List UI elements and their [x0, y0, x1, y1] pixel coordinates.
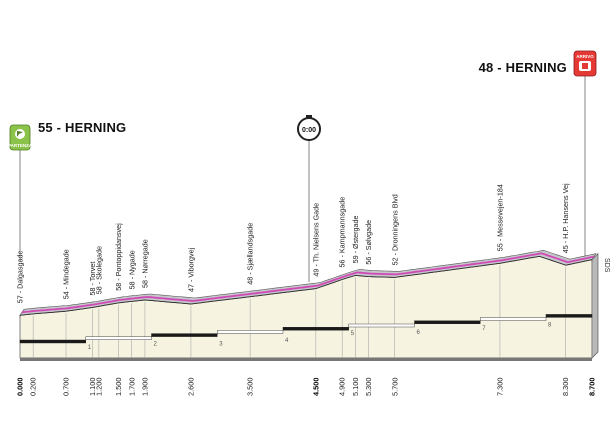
street-label: 54 - Mindegade: [62, 249, 71, 299]
waypoint-km-label: 0.000: [16, 378, 25, 397]
km-tick-label: 5: [351, 331, 355, 337]
start-marker: PARTENZA 55 - HERNING: [8, 120, 126, 262]
waypoint-km-label: 1.200: [94, 378, 103, 397]
street-label: 58 - Skolegade: [94, 246, 103, 294]
route-line: [21, 252, 595, 314]
street-label: 57 - Dalgasgade: [16, 251, 25, 304]
km-scale-segment: [217, 330, 284, 334]
street-label: 58 - Torvet: [88, 262, 97, 296]
end-code: SDS: [603, 258, 610, 273]
km-scale-segment: [19, 339, 86, 344]
km-tick-label: 2: [153, 342, 157, 348]
km-scale-bar: [19, 314, 593, 344]
finish-city-label: 48 - HERNING: [479, 60, 567, 75]
km-tick-label: 3: [219, 342, 223, 348]
waypoint-km-label: 1.500: [114, 378, 123, 397]
waypoint-km-label: 1.900: [140, 378, 149, 397]
start-badge-text: PARTENZA: [8, 143, 33, 148]
km-scale-segment: [151, 333, 218, 337]
flag-icon: [15, 129, 25, 139]
waypoint-guides: [19, 261, 593, 358]
waypoint-km-label: 5.100: [351, 378, 360, 397]
finish-marker: ARRIVO 48 - HERNING: [479, 50, 597, 256]
waypoint-km-label: 0.700: [62, 378, 71, 397]
waypoint-km-label: 5.300: [364, 378, 373, 397]
street-label: 45 - H.P. Hansens Vej: [561, 183, 570, 253]
street-label: 56 - Sølvgade: [364, 220, 373, 265]
waypoint-km-label: 7.300: [496, 378, 505, 397]
street-label: 48 - Sjællandsgade: [246, 223, 255, 285]
waypoint-km-label: 4.500: [311, 378, 320, 397]
waypoint-km-label: 1.100: [88, 378, 97, 397]
waypoint-km-label: 2.600: [186, 378, 195, 397]
timing-label: 0:00: [302, 127, 316, 134]
street-label: 52 - Dronningens Blvd: [390, 194, 399, 265]
profile-body: [19, 255, 593, 359]
km-scale-segment: [414, 320, 481, 324]
km-scale-segment: [545, 314, 593, 318]
waypoint-km-label: 4.900: [338, 378, 347, 397]
timing-marker: 0:00: [297, 115, 321, 282]
waypoint-km-label: 8.300: [561, 378, 570, 397]
finish-line-icon: [579, 61, 591, 71]
km-tick-label: 7: [482, 326, 486, 332]
waypoint-labels: 57 - Dalgasgade 54 - Mindegade 58 - Torvet…: [16, 183, 571, 303]
waypoint-km-label: 5.700: [390, 378, 399, 397]
street-label: 59 - Østergade: [351, 215, 360, 263]
km-ticks: 1 2 3 4 5 6 7 8: [88, 323, 552, 351]
km-tick-label: 8: [548, 323, 552, 329]
start-city-label: 55 - HERNING: [38, 120, 126, 135]
street-label: 47 - Viborgvej: [186, 247, 195, 292]
road-front-edge: [19, 255, 593, 316]
street-label: 49 - Th. Nielsens Gade: [311, 203, 320, 277]
km-tick-label: 4: [285, 338, 289, 344]
profile-right-edge: [591, 252, 599, 359]
waypoint-km-label: 1.700: [127, 378, 136, 397]
km-scale-segment: [85, 336, 152, 340]
km-scale-segment: [282, 327, 349, 331]
street-label: 55 - Messevejen-184: [496, 184, 505, 251]
finish-badge-text: ARRIVO: [576, 54, 594, 59]
stopwatch-icon: [297, 115, 321, 141]
km-tick-label: 1: [88, 345, 92, 351]
waypoint-km-label: 8.700: [588, 378, 597, 397]
km-scale-segment: [480, 317, 547, 321]
waypoint-km-label: 3.500: [246, 378, 255, 397]
profile-bottom-edge: [20, 358, 592, 361]
street-label: 56 - Kampmannsgade: [338, 197, 347, 268]
street-label: 58 - Nygade: [127, 250, 136, 289]
waypoint-km-label: 0.200: [29, 378, 38, 397]
street-label: 58 - Nørregade: [140, 239, 149, 288]
street-label: 58 - Pontoppidansvej: [114, 223, 123, 291]
km-scale-segment: [348, 323, 415, 328]
km-tick-label: 6: [416, 330, 420, 336]
